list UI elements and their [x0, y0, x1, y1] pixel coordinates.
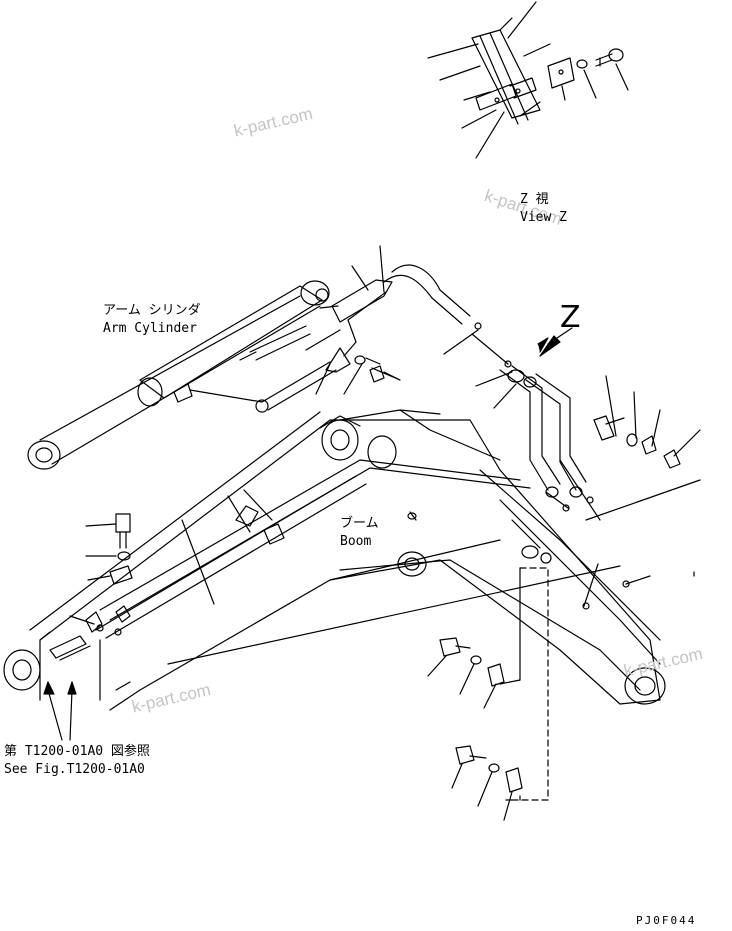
dashed-reference: [499, 567, 549, 801]
leader-lines: [69, 305, 701, 821]
boom-label-en: Boom: [340, 534, 372, 549]
reference-arrows: [43, 681, 77, 741]
boom-label-jp: ブーム: [340, 516, 379, 531]
view-z-label-en: View Z: [520, 210, 567, 225]
z-marker: Z: [560, 300, 581, 335]
see-fig-label-en: See Fig.T1200-01A0: [4, 762, 145, 777]
see-fig-label-jp: 第 T1200-01A0 図参照: [4, 744, 150, 759]
view-z-label-jp: Z 視: [520, 192, 549, 207]
view-arrow: [537, 327, 573, 357]
arm-cylinder: [27, 245, 482, 470]
fasteners: [109, 365, 681, 793]
boom: [3, 409, 666, 711]
arm-cylinder-label-jp: アーム シリンダ: [103, 303, 201, 318]
view-z-detail: [427, 1, 629, 159]
boom-tubes: [49, 333, 630, 661]
arm-cylinder-label-en: Arm Cylinder: [103, 321, 197, 336]
drawing-code: PJ0F044: [636, 914, 697, 927]
